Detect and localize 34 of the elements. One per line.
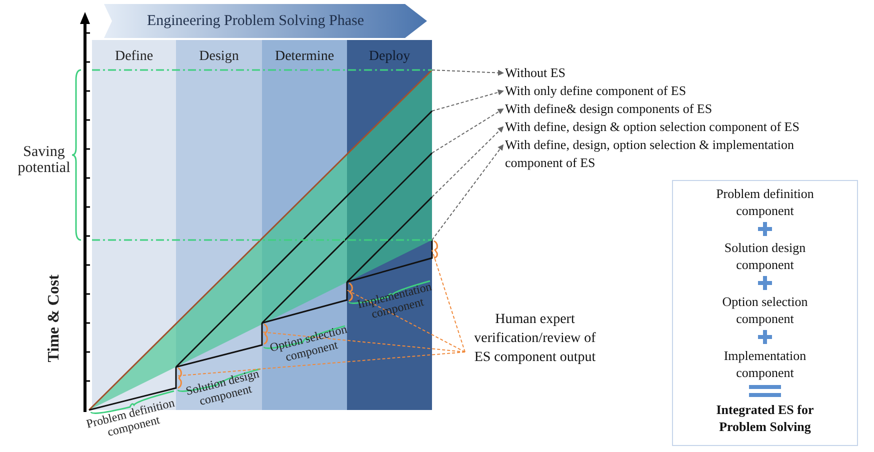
summary-box — [672, 180, 858, 446]
component-label: Option selection component — [267, 321, 350, 366]
leader-line — [432, 70, 504, 76]
result-text: Integrated ES for Problem Solving — [715, 401, 815, 435]
leader-line — [346, 290, 466, 352]
phase-column — [262, 40, 347, 410]
series-label: With define& design components of ES — [505, 100, 865, 118]
phase-label: Define — [114, 49, 154, 65]
leader-line — [432, 89, 504, 112]
component-text: Option selection component — [721, 293, 809, 327]
banner-title: Engineering Problem Solving Phase — [146, 12, 364, 30]
series-label: With define, design, option selection & implementation component of ES — [505, 136, 855, 172]
phase-label: Deploy — [368, 49, 410, 65]
leader-line — [432, 126, 504, 198]
phase-label: Design — [199, 49, 239, 65]
review-note: Human expert verification/review of ES component output — [465, 310, 605, 367]
phase-label: Determine — [274, 49, 334, 65]
component-text: Problem definition component — [715, 185, 815, 219]
leader-line — [432, 144, 504, 240]
series-label: Without ES — [505, 64, 865, 82]
component-label: Problem definition component — [84, 396, 177, 441]
leader-line — [262, 332, 466, 352]
axis-label: Time & Cost — [46, 274, 64, 364]
component-text: Solution design component — [723, 239, 807, 273]
component-text: Implementation component — [722, 347, 808, 381]
leader-line — [432, 250, 466, 352]
phase-column — [347, 40, 432, 410]
series-label: With only define component of ES — [505, 82, 865, 100]
series-label: With define, design & option selection component of ES — [505, 118, 865, 136]
component-label: Solution design component — [183, 365, 262, 410]
phase-column — [176, 40, 262, 410]
leader-line — [432, 108, 504, 154]
leader-line — [176, 352, 466, 376]
bracket-label: Saving potential — [16, 145, 72, 176]
